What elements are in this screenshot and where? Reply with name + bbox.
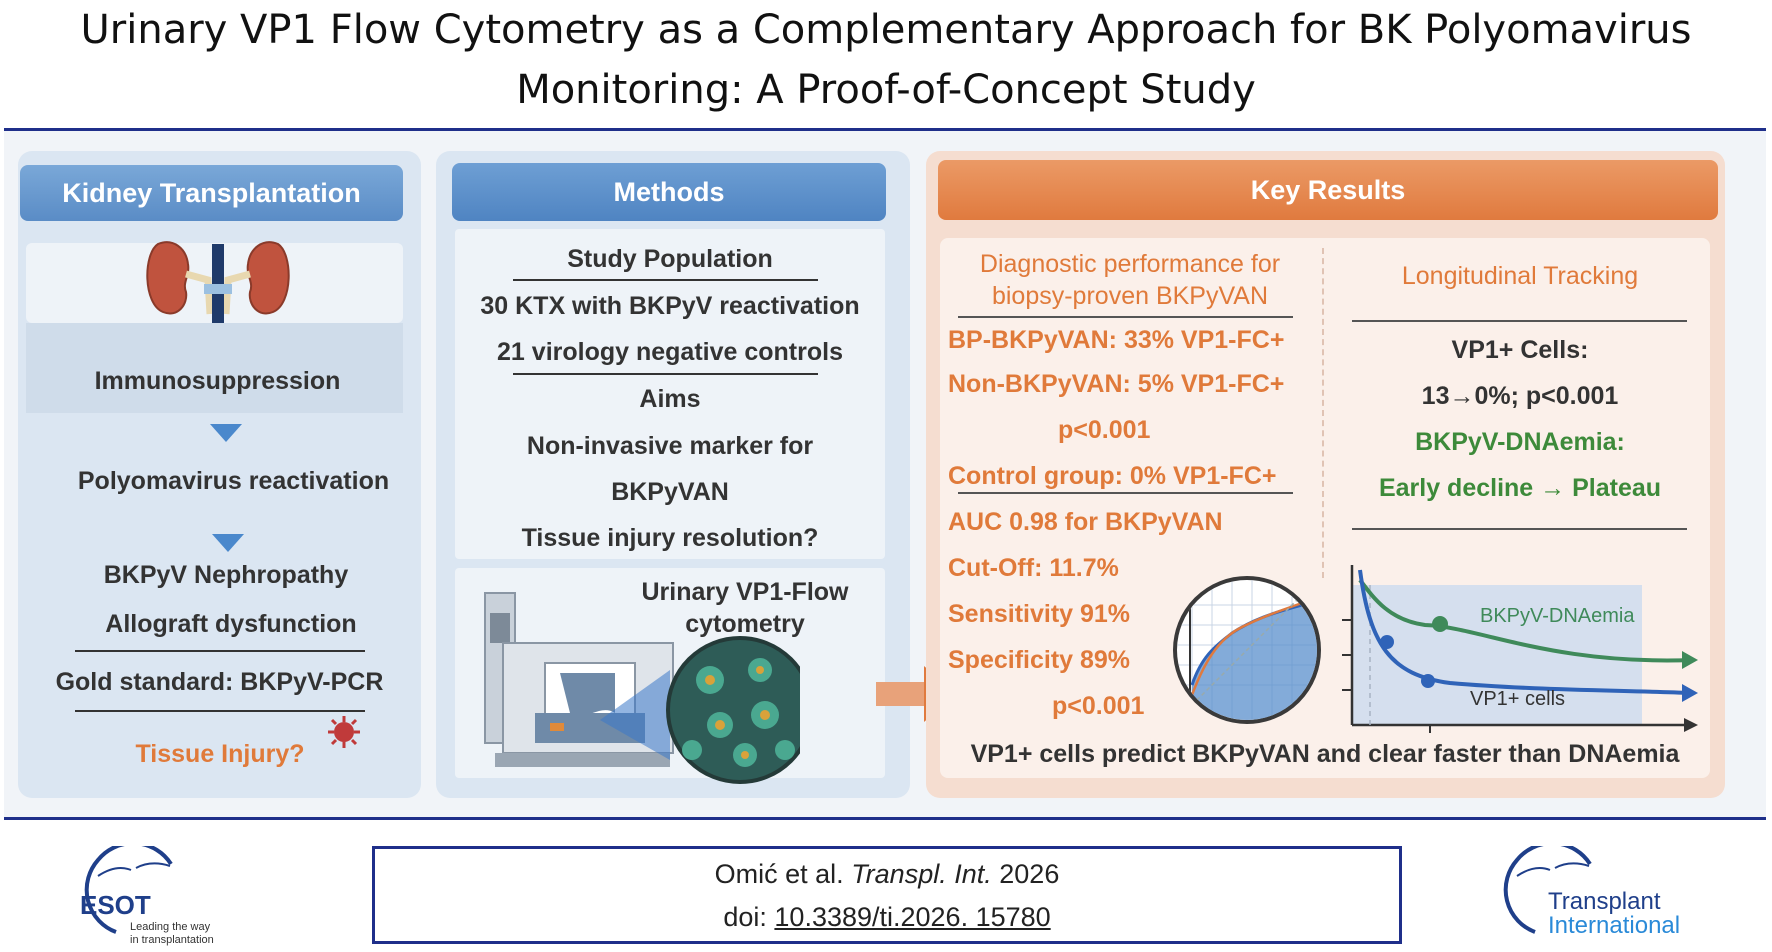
page-title: Urinary VP1 Flow Cytometry as a Compleme… bbox=[0, 0, 1772, 120]
bp-bkpyvan-result: BP-BKPyVAN: 33% VP1-FC+ bbox=[948, 326, 1285, 354]
gold-standard-label: Gold standard: BKPyV-PCR bbox=[55, 668, 384, 696]
roc-curve-icon bbox=[1173, 576, 1321, 724]
aims-heading: Aims bbox=[639, 385, 701, 413]
esot-logo-text: ESOT bbox=[80, 890, 151, 920]
immunosuppression-label: Immunosuppression bbox=[94, 367, 341, 395]
diagnostic-heading-line1: Diagnostic performance for bbox=[979, 250, 1281, 278]
divider bbox=[75, 650, 365, 652]
microscope-view-icon bbox=[600, 636, 800, 784]
aim-resolution: Tissue injury resolution? bbox=[521, 524, 819, 552]
dnaemia-line bbox=[1358, 578, 1693, 663]
conclusion-text: VP1+ cells predict BKPyVAN and clear fas… bbox=[970, 740, 1680, 768]
aim-marker-line1: Non-invasive marker for bbox=[526, 432, 814, 460]
citation-year: 2026 bbox=[999, 859, 1060, 889]
dnaemia-heading: BKPyV-DNAemia: bbox=[1415, 428, 1625, 456]
dysfunction-label: Allograft dysfunction bbox=[105, 610, 357, 638]
specificity-result: Specificity 89% bbox=[948, 646, 1131, 674]
p-value-2: p<0.001 bbox=[1052, 692, 1145, 720]
legend-dnaemia: BKPyV-DNAemia bbox=[1480, 605, 1635, 627]
non-bkpyvan-result: Non-BKPyVAN: 5% VP1-FC+ bbox=[948, 370, 1285, 398]
divider bbox=[958, 492, 1293, 494]
reactivation-label: Polyomavirus reactivation bbox=[77, 467, 390, 495]
doi-line: doi: 10.3389/ti.2026. 15780 bbox=[375, 902, 1399, 933]
vp1-line bbox=[1358, 569, 1693, 695]
vp1-point bbox=[1380, 635, 1394, 649]
flow-label-line2: cytometry bbox=[685, 610, 805, 638]
arrow-down-icon bbox=[210, 424, 242, 442]
doi-link[interactable]: 10.3389/ti.2026. 15780 bbox=[774, 902, 1051, 932]
immunosuppression-band bbox=[26, 323, 403, 413]
ktx-count: 30 KTX with BKPyV reactivation bbox=[480, 292, 860, 320]
transplant-international-logo-icon bbox=[1503, 846, 1592, 934]
results-panel-header: Key Results bbox=[938, 160, 1718, 220]
dnaemia-point bbox=[1432, 616, 1448, 632]
auc-result: AUC 0.98 for BKPyVAN bbox=[948, 508, 1223, 536]
study-population-heading: Study Population bbox=[567, 245, 773, 273]
methods-panel-header: Methods bbox=[452, 163, 886, 221]
methods-box bbox=[455, 229, 885, 559]
ti-line1: Transplant bbox=[1548, 888, 1661, 915]
citation-journal: Transpl. Int. bbox=[851, 859, 992, 889]
citation-line: Omić et al. Transpl. Int. 2026 bbox=[375, 859, 1399, 890]
vp1-cells-change: 13→0%; p<0.001 bbox=[1421, 382, 1619, 410]
divider bbox=[1352, 320, 1687, 322]
longitudinal-chart bbox=[1342, 565, 1698, 733]
virus-icon bbox=[328, 716, 360, 748]
nephropathy-label: BKPyV Nephropathy bbox=[103, 561, 349, 589]
citation-authors: Omić et al. bbox=[714, 859, 844, 889]
esot-logo-icon bbox=[84, 846, 173, 934]
tissue-injury-label: Tissue Injury? bbox=[135, 740, 305, 768]
divider bbox=[513, 373, 818, 375]
esot-tagline-line2: in transplantation bbox=[130, 934, 214, 946]
transplant-international-text: Transplant International bbox=[1548, 890, 1680, 938]
divider bbox=[513, 279, 818, 281]
esot-tagline-line1: Leading the way bbox=[130, 921, 211, 933]
longitudinal-heading: Longitudinal Tracking bbox=[1401, 262, 1639, 290]
kidney-panel-header: Kidney Transplantation bbox=[20, 165, 403, 221]
vp1-point bbox=[1421, 674, 1435, 688]
control-group-result: Control group: 0% VP1-FC+ bbox=[948, 462, 1277, 490]
diagnostic-heading-line2: biopsy-proven BKPyVAN bbox=[991, 282, 1269, 310]
cutoff-result: Cut-Off: 11.7% bbox=[948, 554, 1119, 582]
divider bbox=[1322, 248, 1324, 578]
esot-tagline: Leading the way in transplantation bbox=[130, 921, 214, 947]
reference-box: Omić et al. Transpl. Int. 2026 doi: 10.3… bbox=[372, 846, 1402, 944]
controls-count: 21 virology negative controls bbox=[497, 338, 843, 366]
dnaemia-course: Early decline → Plateau bbox=[1378, 474, 1662, 502]
aim-marker-line2: BKPyVAN bbox=[611, 478, 729, 506]
flow-label-line1: Urinary VP1-Flow bbox=[641, 578, 849, 606]
ti-line2: International bbox=[1548, 912, 1681, 939]
title-line-2: Monitoring: A Proof-of-Concept Study bbox=[516, 67, 1256, 113]
divider bbox=[75, 710, 365, 712]
kidney-icon bbox=[146, 241, 290, 348]
divider bbox=[1352, 528, 1687, 530]
vp1-cells-heading: VP1+ Cells: bbox=[1451, 336, 1589, 364]
p-value-1: p<0.001 bbox=[1058, 416, 1151, 444]
divider bbox=[958, 316, 1293, 318]
title-line-1: Urinary VP1 Flow Cytometry as a Compleme… bbox=[80, 7, 1692, 53]
arrow-down-icon bbox=[212, 534, 244, 552]
legend-vp1-cells: VP1+ cells bbox=[1470, 688, 1566, 710]
sensitivity-result: Sensitivity 91% bbox=[948, 600, 1131, 628]
doi-label: doi: bbox=[723, 902, 767, 932]
